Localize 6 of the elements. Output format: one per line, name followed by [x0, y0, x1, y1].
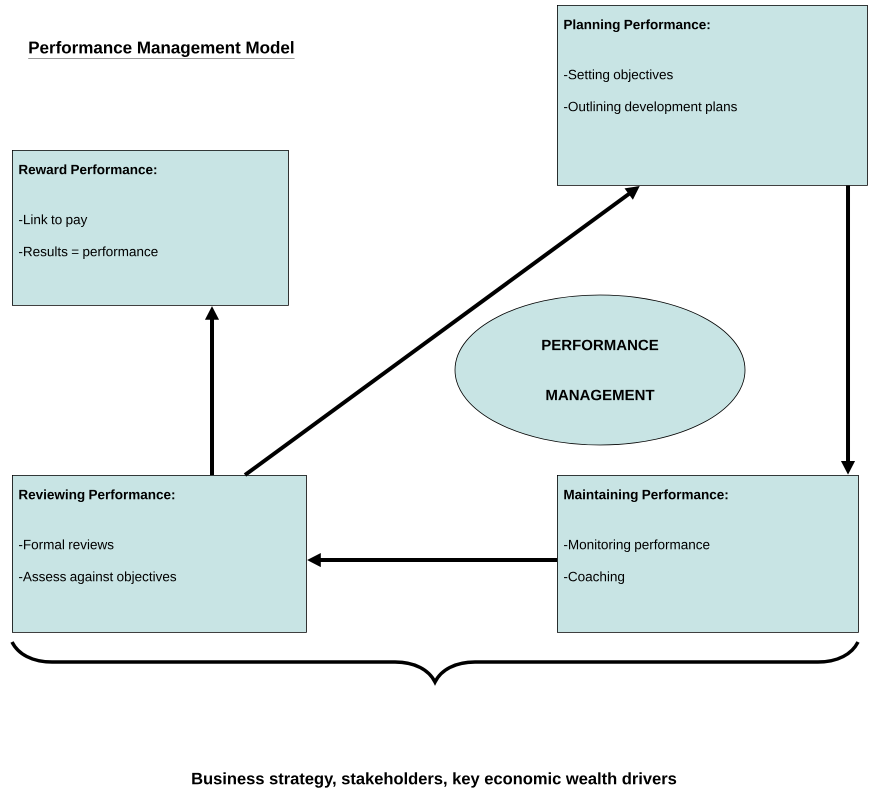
- title: Performance Management Model: [28, 41, 295, 59]
- text-box: Reviewing Performance: -Formal reviews -Assess against objectives: [12, 475, 307, 633]
- text-box: Maintaining Performance: -Monitoring performance -Coaching: [557, 475, 859, 633]
- text-box: Reward Performance: -Link to pay -Results = performance: [12, 150, 289, 306]
- text-box: Planning Performance: -Setting objectives -Outlining development plans: [557, 5, 868, 186]
- caption: Business strategy, stakeholders, key economic wealth drivers: [192, 772, 676, 788]
